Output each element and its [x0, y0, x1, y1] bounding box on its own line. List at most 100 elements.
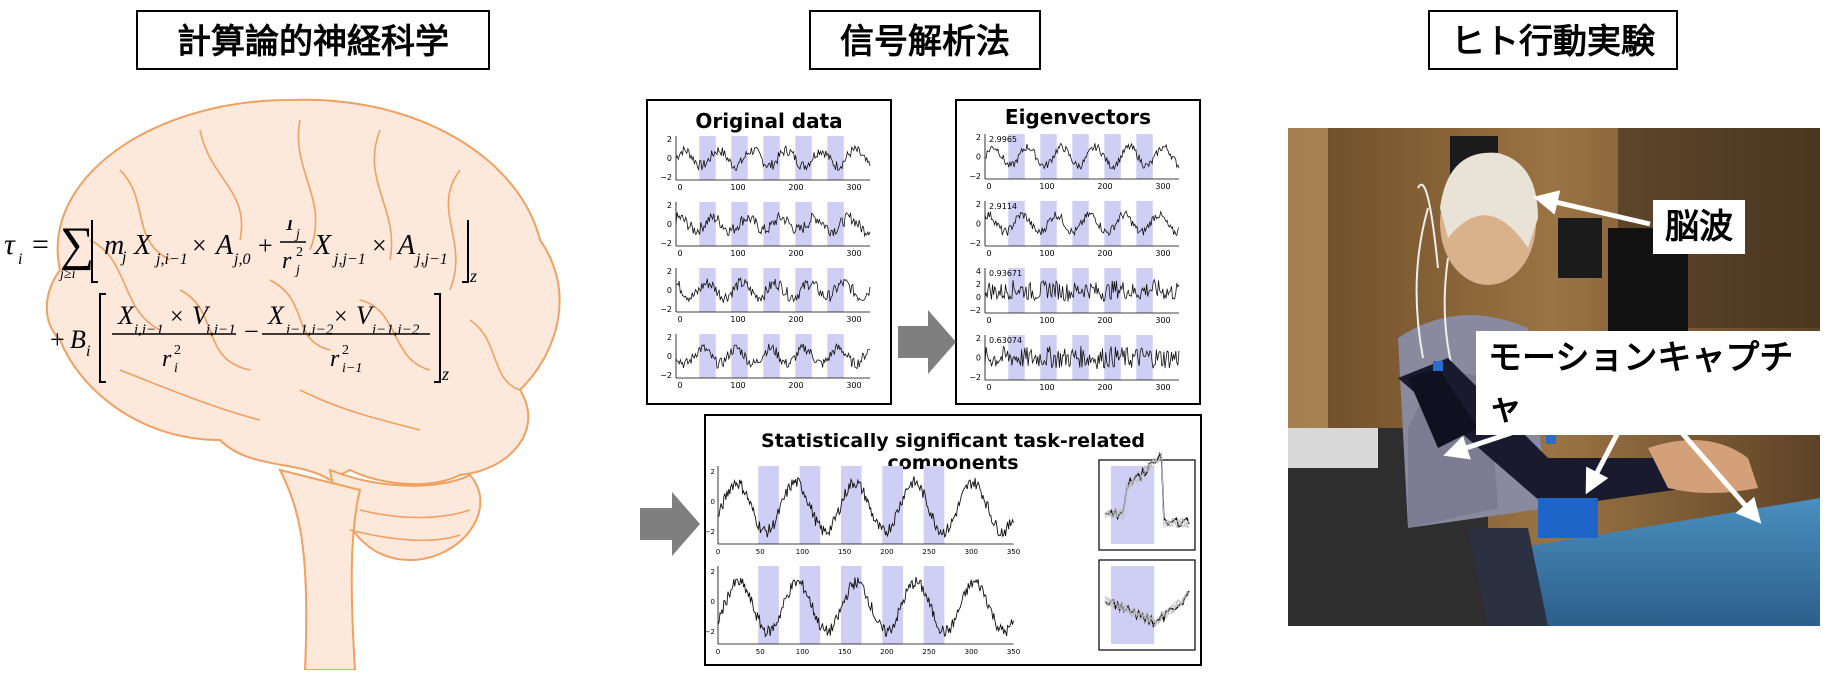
y-tick-label: 0: [667, 286, 672, 295]
x-tick-label: 300: [1155, 383, 1170, 392]
equation-symbol: +: [50, 325, 65, 354]
x-tick-label: 100: [796, 648, 809, 656]
arrow-right-icon: [898, 310, 956, 374]
eigenvalue-label: 2.9965: [989, 135, 1017, 144]
task-band: [731, 202, 748, 246]
equation-symbol: j≥i: [58, 267, 76, 282]
x-tick-label: 50: [756, 648, 765, 656]
x-tick-label: 300: [846, 381, 861, 390]
header-human-experiment: ヒト行動実験: [1428, 10, 1678, 70]
x-tick-label: 0: [716, 648, 720, 656]
y-tick-label: 2: [976, 334, 981, 343]
y-tick-label: 0: [667, 352, 672, 361]
inset-trace: [1104, 590, 1190, 627]
brain-fold: [447, 169, 461, 291]
equation-symbol: 2: [342, 343, 349, 358]
equation-symbol: X: [313, 230, 332, 261]
x-tick-label: 50: [756, 548, 765, 556]
equation: τi=∑nj≥imjXj,i−1×Aj,0+Ijr2jXj,j−1×Aj,j−1…: [4, 220, 477, 384]
y-tick-label: 2: [711, 468, 715, 476]
equation-symbol: j: [294, 263, 300, 278]
task-band: [763, 136, 780, 180]
task-band: [763, 268, 780, 312]
task-band: [1136, 201, 1153, 246]
brain-fold: [119, 169, 171, 261]
header-computational-neuroscience: 計算論的神経科学: [136, 10, 490, 70]
task-band: [840, 466, 862, 544]
x-tick-label: 0: [677, 183, 682, 192]
equation-symbol: j,j−1: [332, 251, 366, 268]
task-band: [827, 268, 844, 312]
inset-trace: [1104, 592, 1190, 625]
task-band: [1111, 466, 1155, 544]
brain-fold: [299, 389, 421, 431]
x-tick-label: 100: [1039, 182, 1054, 191]
component-trace: [717, 576, 1014, 638]
callout-arrows: [1443, 190, 1762, 524]
y-tick-label: 0: [976, 220, 981, 229]
y-tick-label: 2: [667, 333, 672, 342]
brain-fold: [89, 239, 161, 331]
eigenvalue-label: 0.63074: [989, 336, 1022, 345]
task-band: [923, 466, 945, 544]
x-tick-label: 300: [1155, 316, 1170, 325]
signal-trace: [984, 278, 1180, 302]
y-tick-label: −2: [969, 373, 981, 382]
x-tick-label: 300: [846, 315, 861, 324]
brain-fold: [349, 529, 461, 542]
task-band: [795, 334, 812, 378]
task-band: [1136, 134, 1153, 179]
equation-symbol: j,i−1: [154, 251, 188, 268]
brain-fold: [199, 129, 243, 241]
x-tick-label: 300: [846, 249, 861, 258]
x-tick-label: 200: [788, 249, 803, 258]
x-tick-label: 100: [1039, 383, 1054, 392]
task-band: [731, 334, 748, 378]
task-band: [1104, 335, 1121, 380]
equation-symbol: 2: [174, 343, 181, 358]
x-tick-label: 250: [922, 648, 935, 656]
brain-cerebrum: [45, 98, 561, 485]
y-tick-label: 2: [667, 135, 672, 144]
x-tick-label: 300: [965, 648, 978, 656]
equation-symbol: +: [258, 231, 273, 260]
y-tick-label: 0: [976, 293, 981, 302]
x-tick-label: 300: [965, 548, 978, 556]
y-tick-label: −2: [705, 528, 715, 536]
equation-symbol: B: [70, 325, 86, 354]
task-band: [1104, 201, 1121, 246]
equation-symbol: ∑: [60, 220, 94, 271]
y-tick-label: 0: [976, 354, 981, 363]
brain-cerebellum: [328, 468, 482, 562]
x-tick-label: 150: [838, 648, 851, 656]
x-tick-label: 0: [677, 315, 682, 324]
equation-symbol: i: [174, 361, 178, 376]
signal-trace: [675, 342, 871, 370]
task-band: [1072, 134, 1089, 179]
x-tick-label: 200: [1097, 182, 1112, 191]
signal-trace: [984, 210, 1180, 237]
y-tick-label: −2: [969, 239, 981, 248]
equation-symbol: ×: [192, 231, 207, 260]
x-tick-label: 200: [880, 648, 893, 656]
equation-symbol: i,i−1: [206, 322, 236, 338]
equation-symbol: V: [356, 301, 375, 330]
y-tick-label: 0: [976, 153, 981, 162]
task-band: [1008, 134, 1025, 179]
task-band: [1104, 268, 1121, 313]
y-tick-label: −2: [660, 371, 672, 380]
equation-symbol: V: [192, 301, 211, 330]
equation-symbol: i: [18, 251, 22, 268]
equation-symbol: r: [282, 248, 292, 274]
inset-trace: [1104, 592, 1190, 628]
x-tick-label: 300: [1155, 249, 1170, 258]
equation-symbol: j: [120, 249, 127, 266]
equation-symbol: ×: [170, 304, 184, 330]
y-tick-label: 2: [976, 133, 981, 142]
task-band: [1040, 335, 1057, 380]
x-tick-label: 0: [986, 182, 991, 191]
equation-symbol: i,i−1: [134, 322, 164, 338]
